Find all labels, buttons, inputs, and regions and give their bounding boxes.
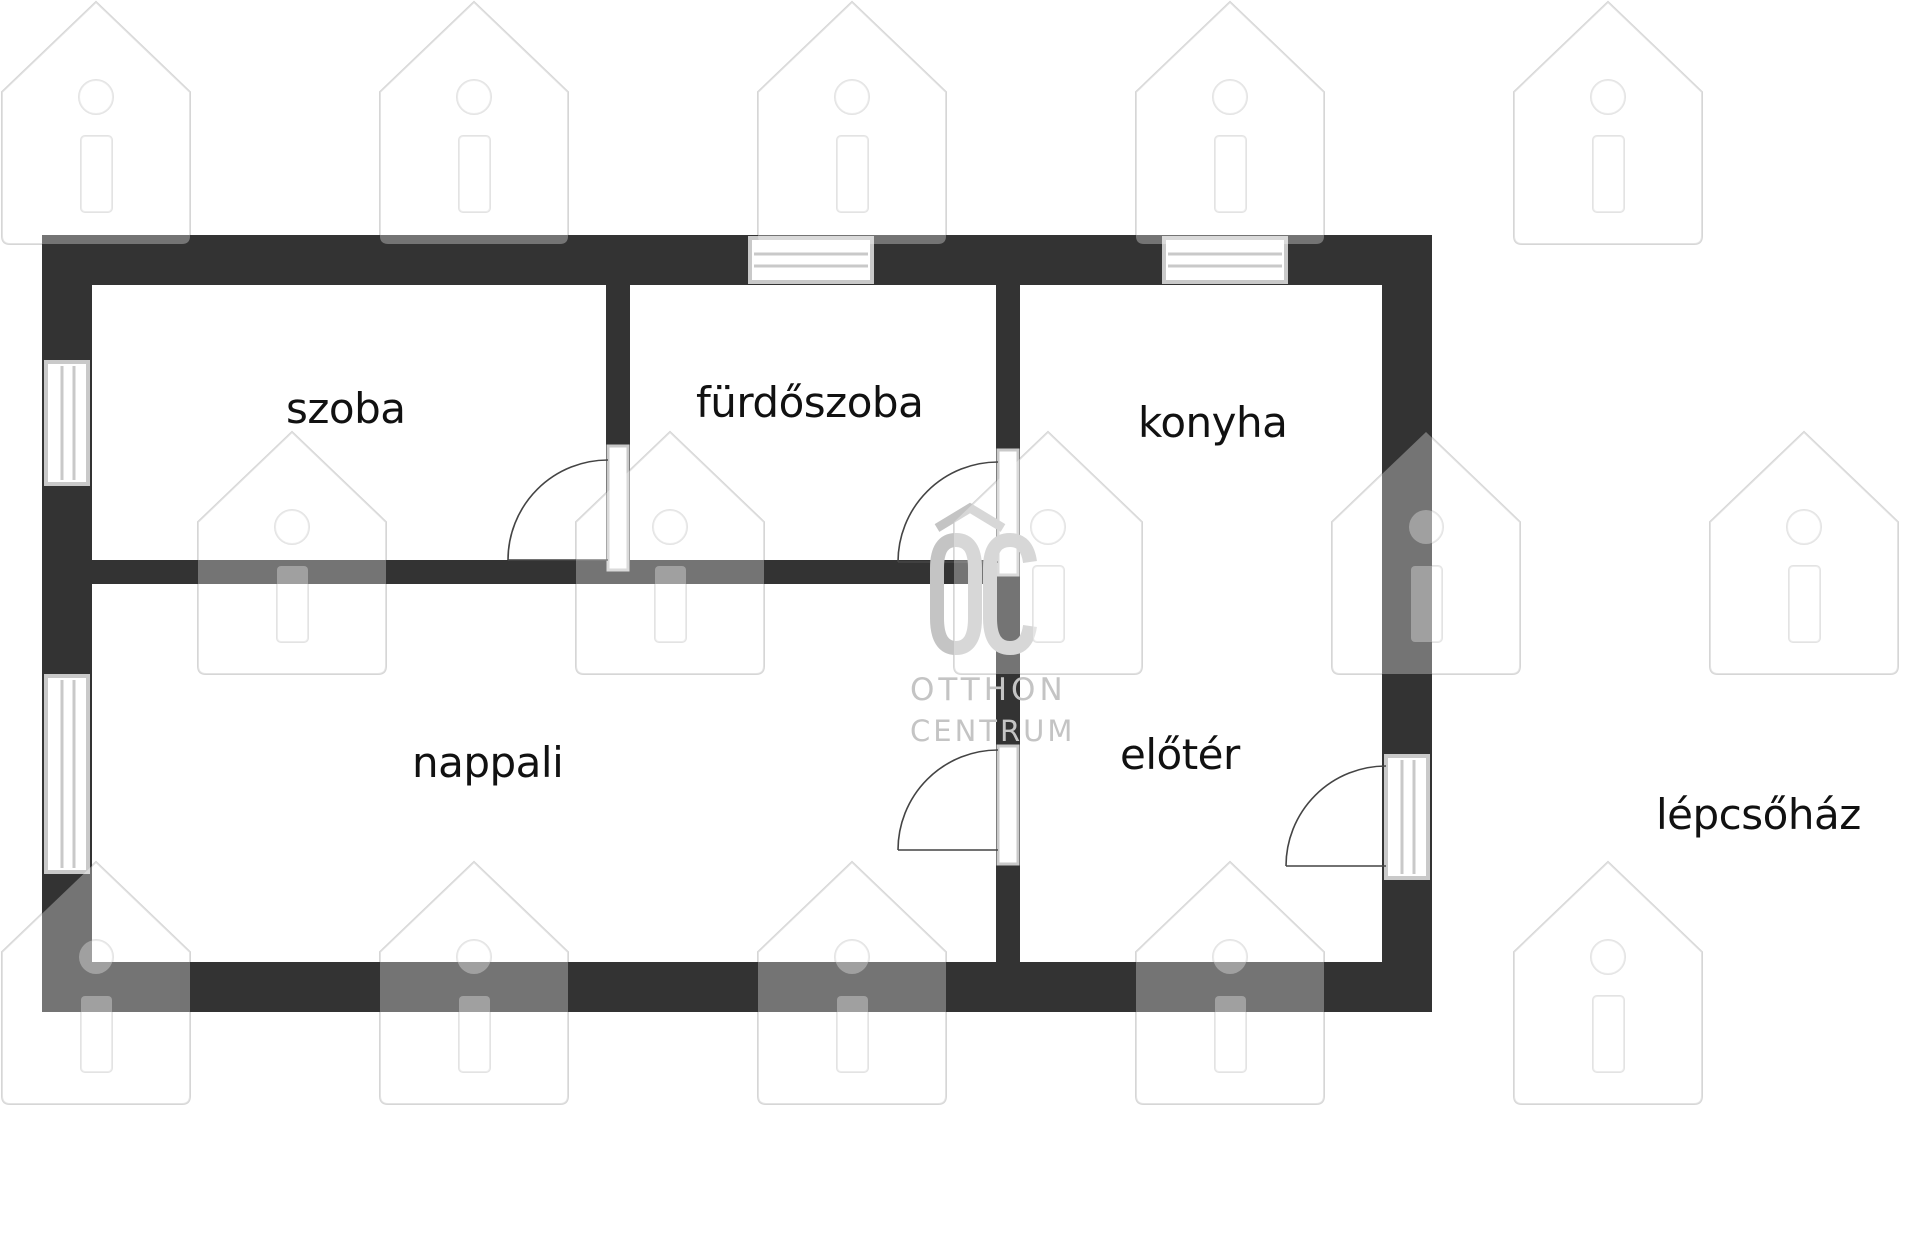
watermark-house-icon: [758, 2, 946, 244]
watermark-house-icon: [1513, 860, 1703, 1105]
window-right-eloter: [1384, 754, 1430, 880]
watermark-house-icon: [576, 432, 764, 674]
watermark-house-icon: [758, 862, 946, 1104]
windows: [44, 236, 1430, 880]
window-left-szoba: [44, 360, 90, 486]
watermark-house-overlay: [2, 2, 1898, 1104]
outer-wall-right: [1382, 235, 1432, 1012]
door-szoba: [507, 444, 630, 572]
doors: [507, 444, 1387, 867]
watermark-house-icon: [953, 430, 1143, 675]
watermark-house-icon: [757, 860, 947, 1105]
watermark-house-icon: [1136, 862, 1324, 1104]
watermark-house-icon: [380, 862, 568, 1104]
otthon-centrum-logo: [930, 502, 1037, 656]
watermark-house-icon: [198, 432, 386, 674]
watermark-house-icon: [1513, 0, 1703, 245]
room-label-szoba: szoba: [286, 384, 406, 433]
room-label-eloter: előtér: [1120, 730, 1240, 779]
watermark-house-icon: [2, 862, 190, 1104]
room-label-lepcsohaz: lépcsőház: [1656, 790, 1861, 839]
watermark-house-icon: [1514, 862, 1702, 1104]
room-label-furdoszoba: fürdőszoba: [696, 378, 924, 427]
window-top-furdoszoba: [748, 236, 874, 284]
room-label-konyha: konyha: [1138, 398, 1288, 447]
watermark-house-icon: [380, 2, 568, 244]
watermark-house-icon: [1136, 2, 1324, 244]
watermark-house-icon: [2, 2, 190, 244]
room-label-nappali: nappali: [412, 738, 564, 787]
watermark-house-icon: [954, 432, 1142, 674]
watermark-house-icon: [1709, 430, 1899, 675]
watermark-house-icon: [1514, 2, 1702, 244]
logo-roof-icon: [934, 502, 1006, 532]
logo-letter-c: [983, 532, 1037, 656]
watermark-house-icon: [1332, 432, 1520, 674]
window-left-nappali: [44, 674, 90, 874]
logo-letter-o: [930, 532, 982, 656]
logo-text-otthon: OTTHON: [910, 672, 1067, 708]
interior-wall-horizontal: [92, 560, 1004, 584]
watermark-house-icon: [1710, 432, 1898, 674]
door-nappali: [897, 744, 1020, 866]
outer-wall-bottom: [42, 962, 1432, 1012]
logo-text-centrum: CENTRUM: [910, 714, 1076, 748]
window-top-konyha: [1162, 236, 1288, 284]
door-entrance: [1285, 765, 1387, 867]
